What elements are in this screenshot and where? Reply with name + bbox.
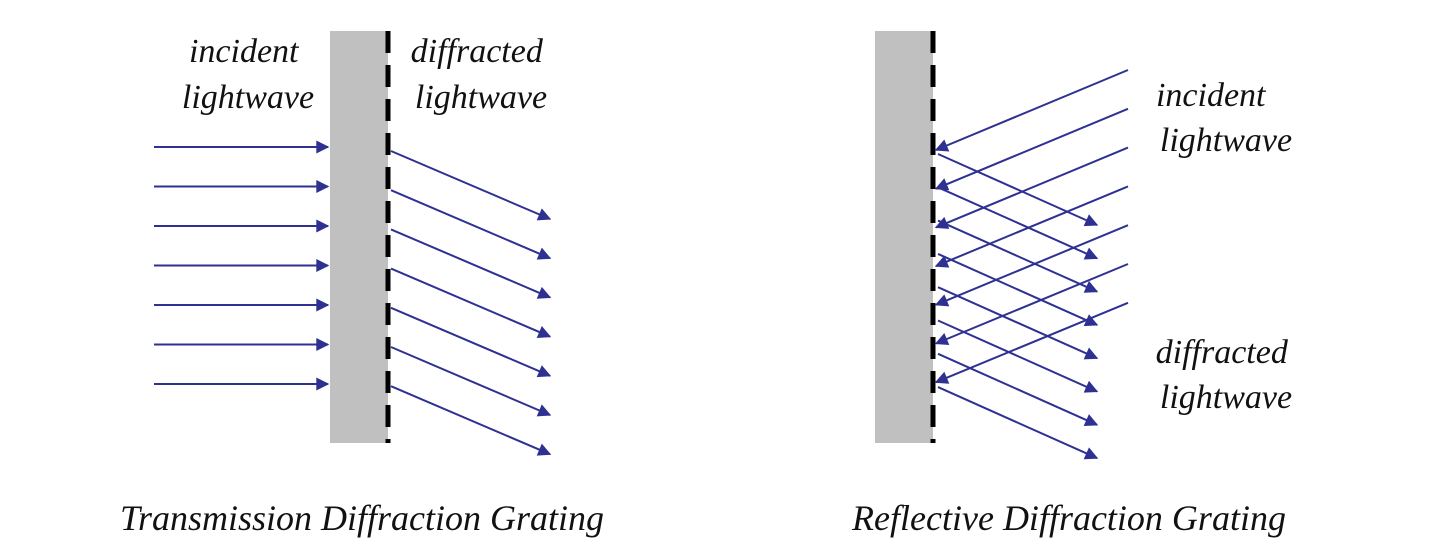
reflective-incident-ray <box>934 107 1129 191</box>
reflective-incident-ray <box>934 69 1129 152</box>
reflective-incident-ray <box>934 224 1129 307</box>
transmission-diffracted-ray <box>390 267 552 338</box>
reflective-diffracted-ray <box>937 219 1099 293</box>
reflective-diffracted-label: diffracted lightwave <box>1156 334 1297 416</box>
transmission-diffracted-label: diffracted lightwave <box>411 33 552 116</box>
reflective-incident-label-line2: lightwave <box>1160 122 1292 159</box>
reflective-diffracted-label-line2: lightwave <box>1160 379 1292 416</box>
reflective-incident-ray <box>934 185 1129 268</box>
reflective-diffracted-ray <box>937 386 1099 460</box>
reflective-caption: Reflective Diffraction Grating <box>851 498 1286 538</box>
transmission-diffracted-ray <box>390 385 552 456</box>
transmission-diffracted-ray <box>390 228 552 299</box>
transmission-diagram: incident lightwave diffracted lightwave … <box>120 31 604 538</box>
reflective-diffracted-ray <box>937 252 1099 327</box>
reflective-incident-ray <box>934 146 1129 229</box>
transmission-diffracted-label-line1: diffracted <box>411 33 544 70</box>
transmission-caption: Transmission Diffraction Grating <box>120 498 604 538</box>
reflective-incident-label: incident lightwave <box>1156 77 1292 159</box>
reflective-diffracted-ray <box>937 352 1099 426</box>
transmission-incident-rays <box>154 140 330 391</box>
reflective-diagram: incident lightwave diffracted lightwave … <box>851 31 1297 538</box>
transmission-diffracted-ray <box>390 189 552 260</box>
reflective-diffracted-ray <box>937 319 1099 393</box>
transmission-incident-label-line1: incident <box>189 33 300 70</box>
reflective-incident-rays <box>934 69 1129 384</box>
reflective-diffracted-ray <box>937 286 1099 360</box>
transmission-diffracted-ray <box>390 346 552 417</box>
reflective-incident-label-line1: incident <box>1156 77 1267 114</box>
transmission-diffracted-ray <box>390 150 552 221</box>
reflective-incident-ray <box>934 301 1129 384</box>
reflective-diffracted-rays <box>937 153 1099 460</box>
transmission-diffracted-rays <box>390 150 552 456</box>
reflective-grating-body <box>875 31 933 443</box>
reflective-diffracted-ray <box>937 186 1099 260</box>
transmission-diffracted-label-line2: lightwave <box>415 79 547 116</box>
transmission-incident-label-line2: lightwave <box>182 79 314 116</box>
reflective-diffracted-ray <box>937 153 1099 227</box>
reflective-incident-ray <box>934 263 1129 346</box>
reflective-diffracted-label-line1: diffracted <box>1156 334 1289 371</box>
transmission-incident-label: incident lightwave <box>182 33 314 116</box>
transmission-diffracted-ray <box>390 306 552 378</box>
transmission-grating-body <box>330 31 388 443</box>
